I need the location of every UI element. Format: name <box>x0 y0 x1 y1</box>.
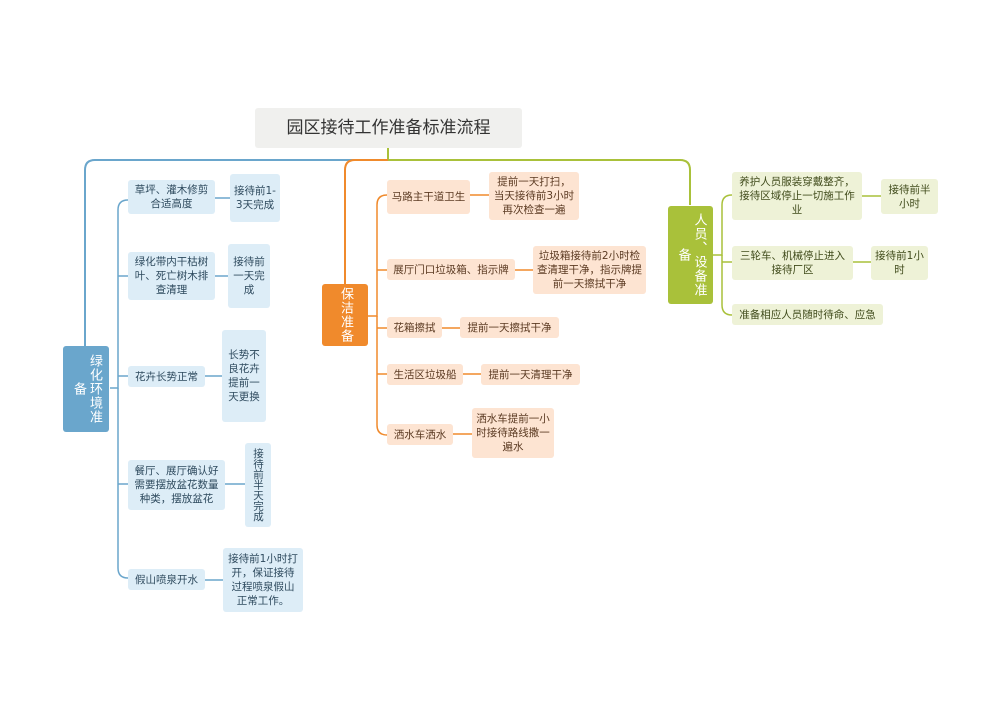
staff-item-3: 准备相应人员随时待命、应急 <box>732 304 883 325</box>
greening-item-2: 绿化带内干枯树叶、死亡树木排查清理 <box>128 252 215 300</box>
greening-note-4: 接待前半天完成 <box>245 443 271 527</box>
cleaning-item-5: 洒水车洒水 <box>387 424 453 445</box>
cleaning-note-3: 提前一天擦拭干净 <box>460 317 559 338</box>
cleaning-note-2: 垃圾箱接待前2小时检查清理干净，指示牌提前一天擦拭干净 <box>533 246 646 294</box>
cleaning-note-1: 提前一天打扫，当天接待前3小时再次检查一遍 <box>489 172 579 220</box>
greening-item-5: 假山喷泉开水 <box>128 569 205 590</box>
branch-cleaning: 保洁准备 <box>322 284 368 346</box>
greening-note-2: 接待前一天完成 <box>228 244 270 308</box>
greening-note-3: 长势不良花卉提前一天更换 <box>222 330 266 422</box>
staff-item-1: 养护人员服装穿戴整齐，接待区域停止一切施工作业 <box>732 172 862 220</box>
page-title: 园区接待工作准备标准流程 <box>255 108 522 148</box>
cleaning-item-2: 展厅门口垃圾箱、指示牌 <box>387 259 515 280</box>
greening-item-4: 餐厅、展厅确认好需要摆放盆花数量种类，摆放盆花 <box>128 460 225 510</box>
greening-note-1: 接待前1-3天完成 <box>230 174 280 222</box>
greening-item-1: 草坪、灌木修剪合适高度 <box>128 180 215 214</box>
greening-item-3: 花卉长势正常 <box>128 366 205 387</box>
branch-staff: 人员、设备准备 <box>668 206 713 304</box>
staff-note-1: 接待前半小时 <box>881 179 938 214</box>
cleaning-item-1: 马路主干道卫生 <box>387 180 470 214</box>
cleaning-note-5: 洒水车提前一小时接待路线撒一遍水 <box>472 408 554 458</box>
cleaning-note-4: 提前一天清理干净 <box>481 364 580 385</box>
greening-note-5: 接待前1小时打开，保证接待过程喷泉假山正常工作。 <box>223 548 303 612</box>
staff-item-2: 三轮车、机械停止进入接待厂区 <box>732 246 853 280</box>
cleaning-item-4: 生活区垃圾船 <box>387 364 463 385</box>
branch-greening: 绿化环境准备 <box>63 346 109 432</box>
staff-note-2: 接待前1小时 <box>871 246 928 280</box>
cleaning-item-3: 花箱擦拭 <box>387 317 442 338</box>
